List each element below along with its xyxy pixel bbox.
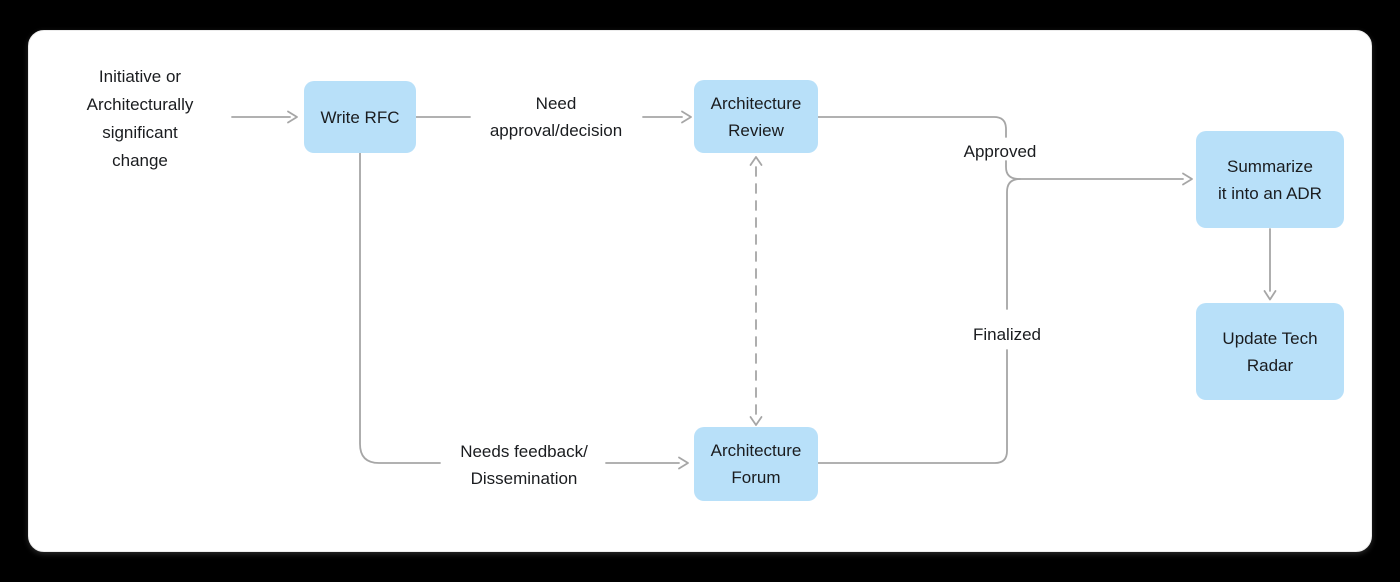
node-architecture-forum: Architecture Forum	[694, 427, 818, 501]
edge-label-needs-feedback: Needs feedback/ Dissemination	[460, 442, 588, 488]
node-summarize-adr: Summarize it into an ADR	[1196, 131, 1344, 228]
node-write-rfc: Write RFC	[304, 81, 416, 153]
node-architecture-review: Architecture Review	[694, 80, 818, 153]
edge-label-approved: Approved	[963, 142, 1037, 161]
edge-label-finalized: Finalized	[972, 325, 1042, 344]
node-update-tech-radar: Update Tech Radar	[1196, 303, 1344, 400]
edge-label-need-approval: Need approval/decision	[489, 94, 623, 140]
start-label: Initiative or Architecturally significan…	[86, 67, 194, 170]
